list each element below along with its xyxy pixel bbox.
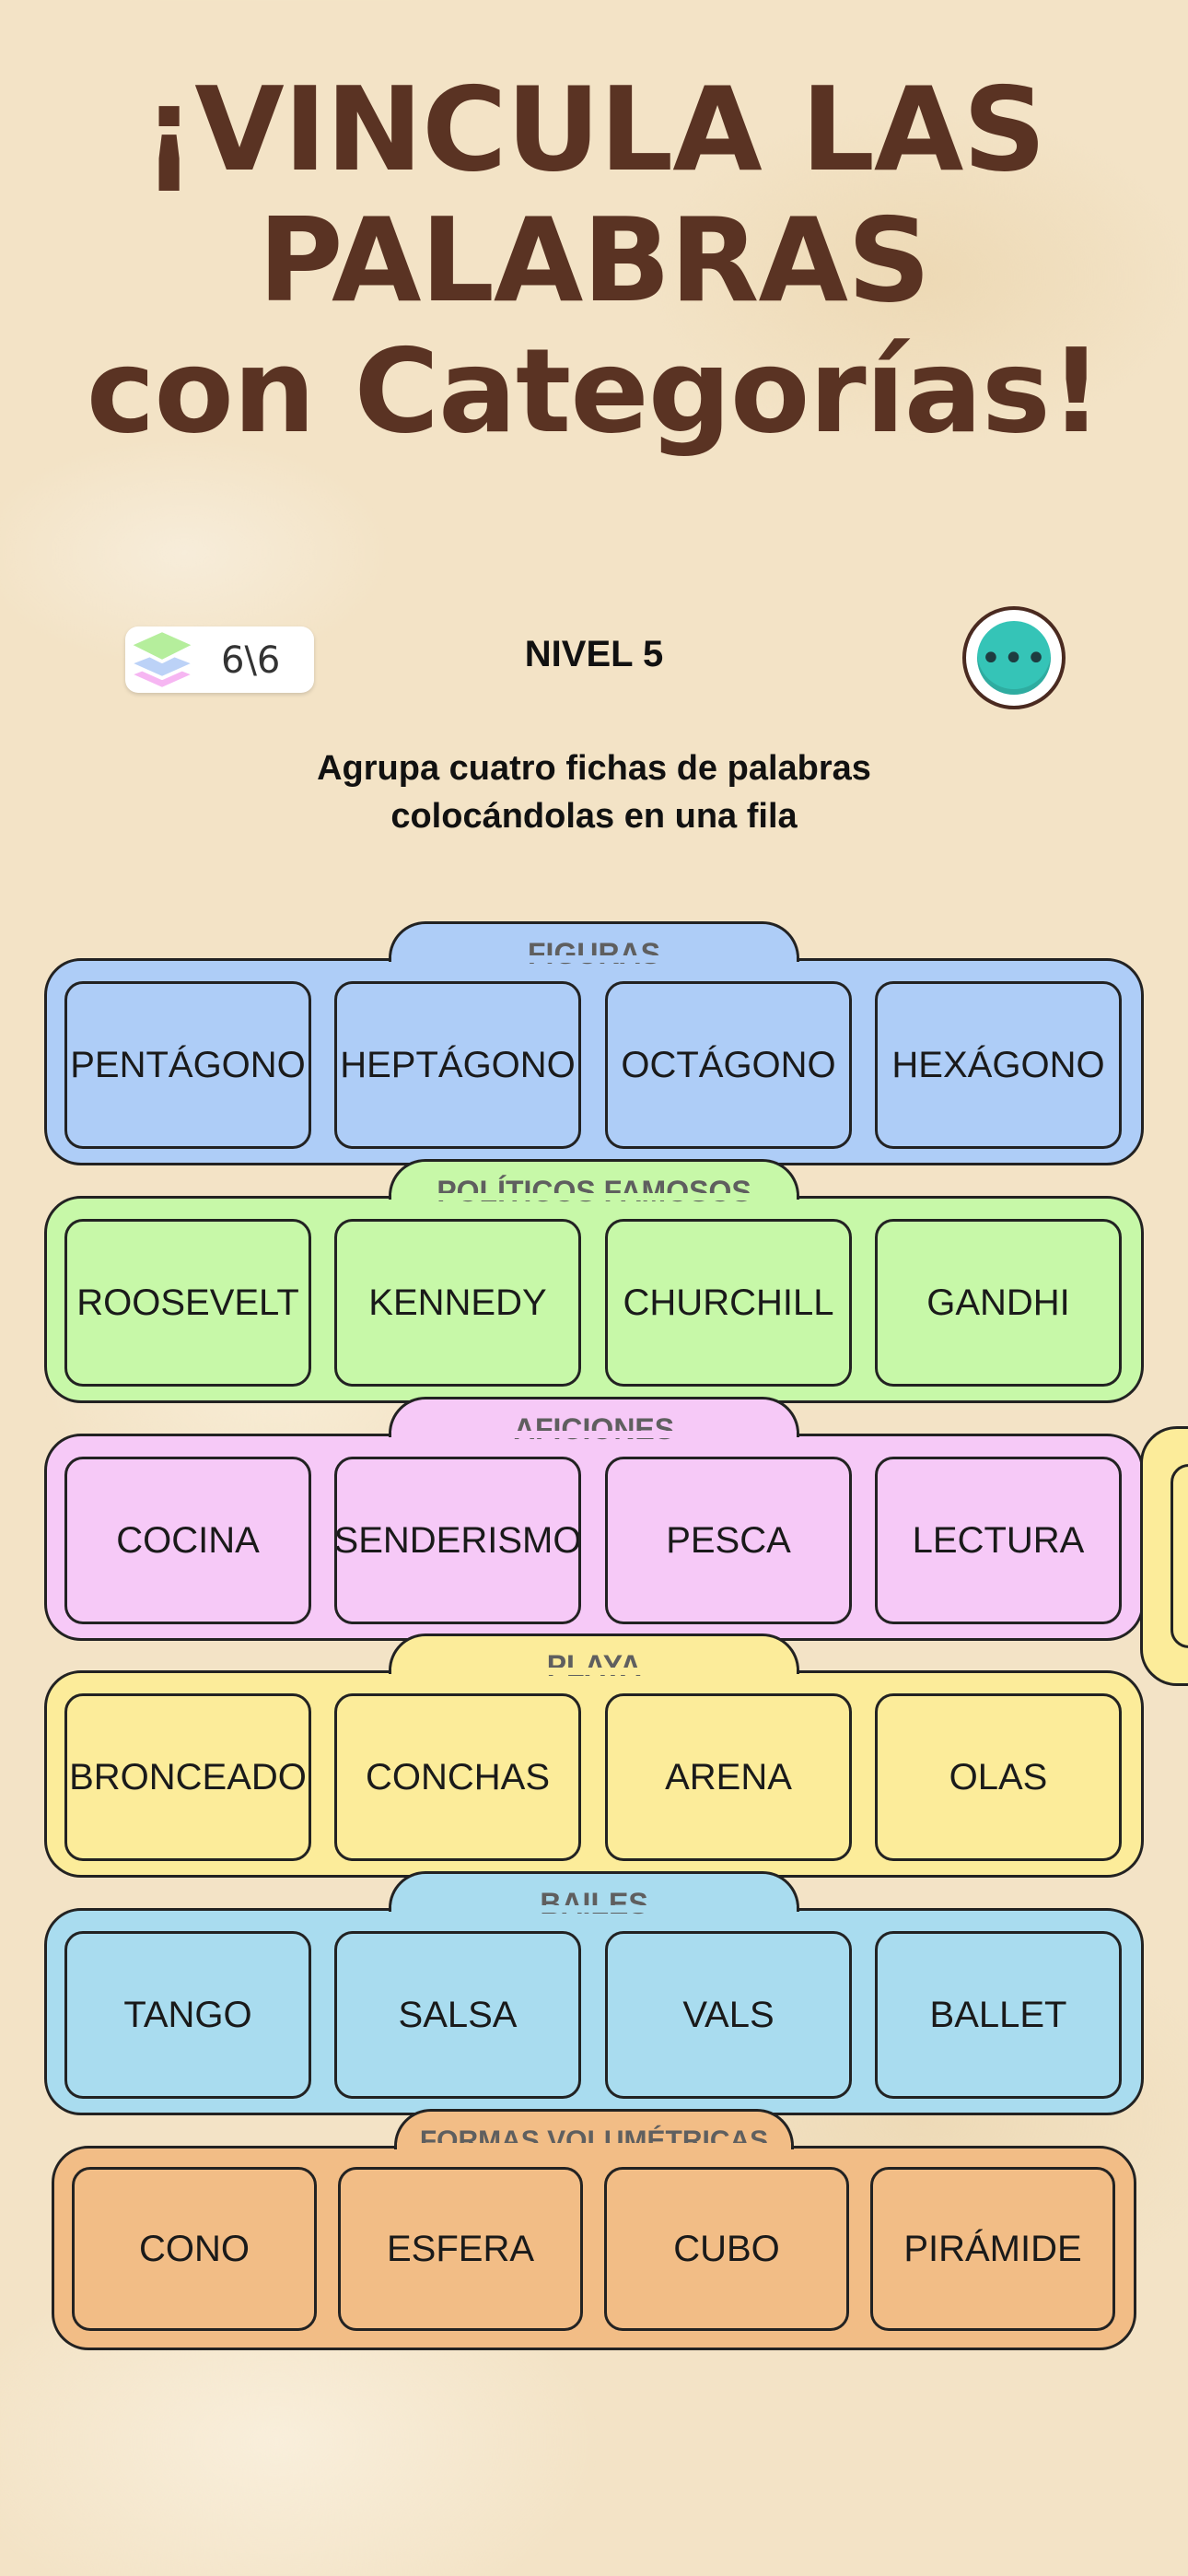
category-title: FIGURAS <box>389 921 799 970</box>
word-tile[interactable]: CHURCHILL <box>605 1219 852 1387</box>
word-tile[interactable]: TANGO <box>64 1931 311 2099</box>
offscreen-tile-peek[interactable] <box>1171 1464 1188 1648</box>
headline-line-2: PALABRAS <box>258 193 930 328</box>
word-tile[interactable]: HEXÁGONO <box>875 981 1122 1149</box>
headline-line-3: con Categorías! <box>86 323 1103 459</box>
headline-line-1: ¡VINCULA LAS <box>142 62 1046 197</box>
word-tile[interactable]: VALS <box>605 1931 852 2099</box>
word-tile[interactable]: CONO <box>72 2167 317 2331</box>
word-tile[interactable]: ARENA <box>605 1693 852 1861</box>
word-tile[interactable]: BALLET <box>875 1931 1122 2099</box>
ellipsis-icon: ••• <box>977 621 1051 695</box>
instruction-line-1: Agrupa cuatro fichas de palabras <box>317 749 871 788</box>
word-tile[interactable]: OCTÁGONO <box>605 981 852 1149</box>
word-tile[interactable]: COCINA <box>64 1457 311 1624</box>
levels-counter: 6\6 <box>125 626 314 693</box>
category-title: PLAYA <box>389 1633 799 1682</box>
word-tile[interactable]: ROOSEVELT <box>64 1219 311 1387</box>
word-tile[interactable]: HEPTÁGONO <box>334 981 581 1149</box>
word-tile[interactable]: PESCA <box>605 1457 852 1624</box>
word-tile[interactable]: GANDHI <box>875 1219 1122 1387</box>
levels-counter-value: 6\6 <box>221 639 281 682</box>
word-tile[interactable]: SALSA <box>334 1931 581 2099</box>
layers-stack-icon <box>127 628 197 691</box>
word-tile[interactable]: PIRÁMIDE <box>870 2167 1115 2331</box>
word-tile[interactable]: CUBO <box>604 2167 849 2331</box>
word-tile[interactable]: KENNEDY <box>334 1219 581 1387</box>
word-tile[interactable]: PENTÁGONO <box>64 981 311 1149</box>
category-title: BAILES <box>389 1871 799 1920</box>
menu-button[interactable]: ••• <box>962 606 1066 709</box>
headline: ¡VINCULA LAS PALABRAS con Categorías! <box>0 64 1188 457</box>
word-tile[interactable]: LECTURA <box>875 1457 1122 1624</box>
instructions: Agrupa cuatro fichas de palabras colocán… <box>226 744 962 840</box>
level-title: NIVEL 5 <box>524 634 664 674</box>
category-title: AFICIONES <box>389 1397 799 1446</box>
word-tile[interactable]: OLAS <box>875 1693 1122 1861</box>
word-tile[interactable]: CONCHAS <box>334 1693 581 1861</box>
word-tile[interactable]: ESFERA <box>338 2167 583 2331</box>
word-tile[interactable]: SENDERISMO <box>334 1457 581 1624</box>
instruction-line-2: colocándolas en una fila <box>390 797 798 836</box>
offscreen-group-peek[interactable] <box>1140 1426 1188 1686</box>
word-tile[interactable]: BRONCEADO <box>64 1693 311 1861</box>
category-title: POLÍTICOS FAMOSOS <box>389 1159 799 1208</box>
